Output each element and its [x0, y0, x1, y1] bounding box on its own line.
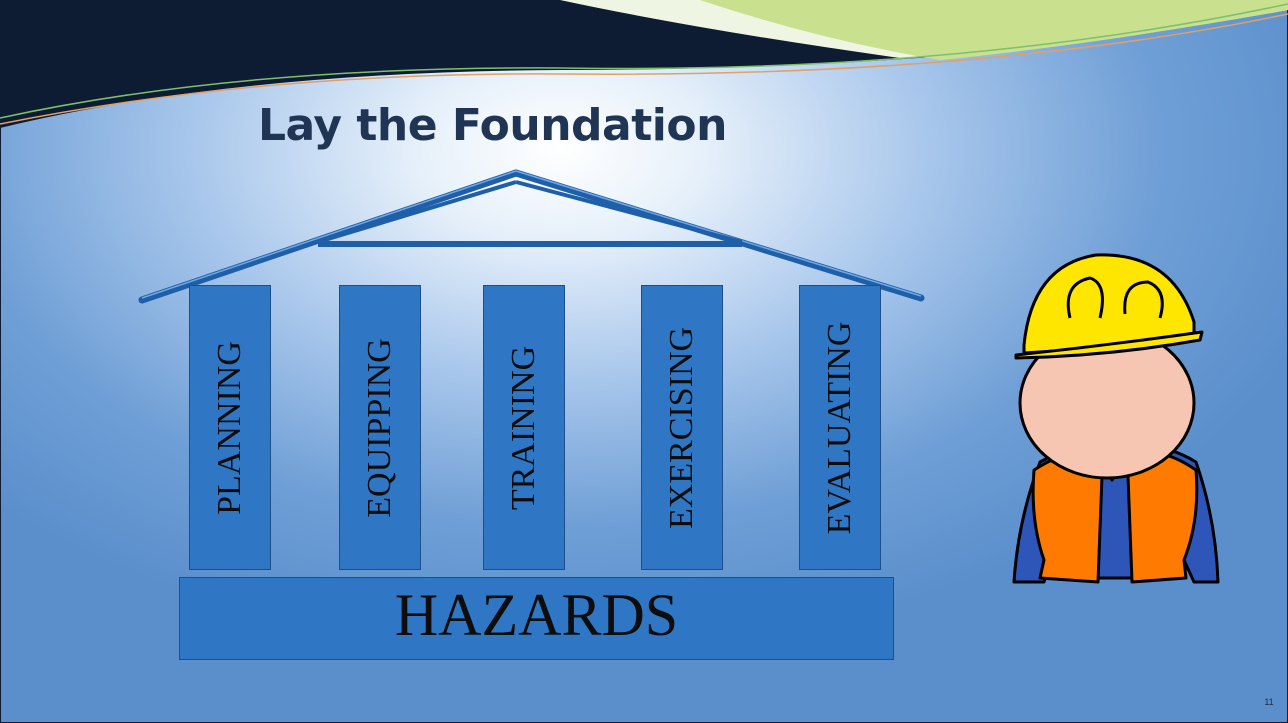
pillar-label: TRAINING: [505, 345, 542, 510]
pillar-evaluating: EVALUATING: [799, 285, 881, 570]
pillar-label: PLANNING: [211, 340, 248, 515]
pillar-equipping: EQUIPPING: [339, 285, 421, 570]
worker-vest-right: [1126, 451, 1199, 584]
hard-hat-ridge-left: [1066, 276, 1104, 319]
pillar-training: TRAINING: [483, 285, 565, 570]
slide-title: Lay the Foundation: [258, 100, 727, 151]
pillar-label: EQUIPPING: [361, 337, 398, 518]
roof-left-highlight: [141, 170, 517, 299]
foundation-hazards: HAZARDS: [179, 577, 894, 660]
header-green-line: [0, 3, 1288, 119]
construction-worker-icon: [1012, 253, 1220, 584]
hard-hat-ridge-right: [1123, 280, 1164, 319]
roof-inner-left: [317, 180, 517, 244]
roof-right-highlight: [515, 170, 922, 297]
header-orange-line: [0, 13, 1288, 125]
pillar-label: EXERCISING: [663, 326, 700, 529]
roof-inner-right: [515, 180, 743, 244]
foundation-label: HAZARDS: [394, 582, 679, 648]
pillar-exercising: EXERCISING: [641, 285, 723, 570]
pillar-label: EVALUATING: [821, 321, 858, 534]
header-green-swoosh: [700, 0, 1288, 60]
hard-hat-brim: [1014, 330, 1204, 360]
pillar-planning: PLANNING: [189, 285, 271, 570]
roof-left-slope: [138, 169, 520, 304]
slide-number: 11: [1264, 697, 1274, 707]
